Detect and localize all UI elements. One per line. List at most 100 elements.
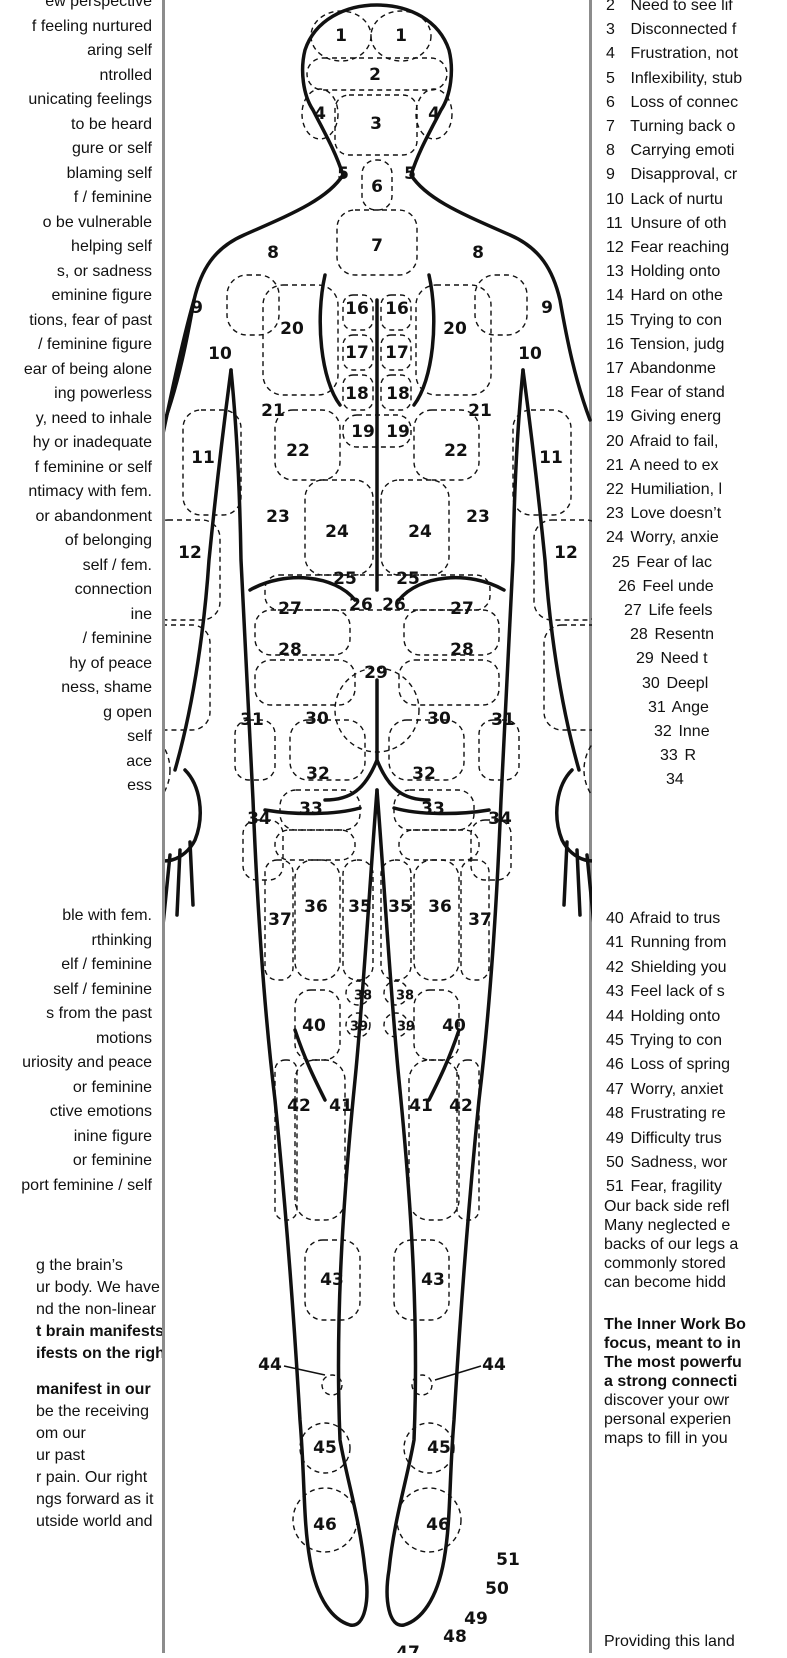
right-list-item: 30 Deepl <box>642 674 708 694</box>
region-label: 43 <box>421 1270 445 1290</box>
left-list-item: ew perspective <box>45 0 152 12</box>
left-paragraph-line: t brain manifests <box>36 1322 162 1342</box>
right-list-number: 21 <box>606 456 626 476</box>
right-list-number: 41 <box>606 933 626 953</box>
left-paragraph-line: ngs forward as it <box>36 1490 153 1510</box>
right-list-item: 50 Sadness, wor <box>606 1153 727 1173</box>
right-paragraph-line: focus, meant to in <box>604 1334 741 1353</box>
body-map-figure: 1 1 2 3 4 4 5 5 6 7 8 8 9 9 10 10 11 11 … <box>165 0 592 1653</box>
left-list-item: self / feminine <box>53 980 152 1000</box>
region-label: 7 <box>371 236 383 256</box>
region-label: 6 <box>371 177 383 197</box>
right-list-item: 21 A need to ex <box>606 456 719 476</box>
right-list-item: 15 Trying to con <box>606 311 722 331</box>
right-list-item: 12 Fear reaching <box>606 238 729 258</box>
right-list-text: Trying to con <box>626 1032 722 1049</box>
right-list-number: 43 <box>606 982 626 1002</box>
right-list-number: 45 <box>606 1031 626 1051</box>
right-paragraph-line: Many neglected e <box>604 1216 730 1235</box>
right-list-item: 14 Hard on othe <box>606 286 723 306</box>
left-list-item: ing powerless <box>54 384 152 404</box>
right-list-item: 27 Life feels <box>624 601 712 621</box>
region-label: 23 <box>266 507 290 527</box>
right-list-item: 23 Love doesn’t <box>606 504 721 524</box>
left-paragraph-line: ifests on the right. <box>36 1344 162 1364</box>
region-label: 29 <box>364 663 388 683</box>
left-list-item: inine figure <box>74 1127 152 1147</box>
right-list-text: Turning back o <box>626 118 735 135</box>
right-list-number: 44 <box>606 1007 626 1027</box>
right-list-item: 16 Tension, judg <box>606 335 724 355</box>
right-list-number: 33 <box>660 746 680 766</box>
left-list-item: unicating feelings <box>28 90 152 110</box>
region-label: 8 <box>267 243 279 263</box>
right-list-text: Abandonme <box>626 360 716 377</box>
left-list-item: or feminine <box>73 1078 152 1098</box>
right-list-item: 7 Turning back o <box>606 117 735 137</box>
left-list-item: / feminine <box>83 629 152 649</box>
region-label: 36 <box>304 897 328 917</box>
left-list-item: or abandonment <box>35 507 152 527</box>
right-list-number: 49 <box>606 1129 626 1149</box>
right-list-number: 14 <box>606 286 626 306</box>
right-list-item: 10 Lack of nurtu <box>606 190 723 210</box>
pointer-lines <box>284 1366 481 1380</box>
right-list-number: 23 <box>606 504 626 524</box>
right-list-number: 20 <box>606 432 626 452</box>
right-list-number: 12 <box>606 238 626 258</box>
right-list-number: 34 <box>666 770 686 790</box>
right-list-text: Loss of connec <box>626 94 738 111</box>
right-list-number: 29 <box>636 649 656 669</box>
right-list-item: 49 Difficulty trus <box>606 1129 722 1149</box>
right-list-text: Fear reaching <box>626 239 729 256</box>
right-list-number: 27 <box>624 601 644 621</box>
right-list-text: Afraid to trus <box>626 910 720 927</box>
right-list-text: Disconnected f <box>626 21 736 38</box>
right-list-item: 33 R <box>660 746 696 766</box>
region-label: 16 <box>345 299 369 319</box>
right-list-text: Carrying emoti <box>626 142 734 159</box>
right-list-item: 6 Loss of connec <box>606 93 738 113</box>
right-list-text: Trying to con <box>626 312 722 329</box>
region-label: 26 <box>349 595 373 615</box>
right-paragraph-line: The most powerfu <box>604 1353 742 1372</box>
region-label: 17 <box>345 343 369 363</box>
right-list-number: 17 <box>606 359 626 379</box>
left-list-item: ctive emotions <box>50 1102 152 1122</box>
region-label: 36 <box>428 897 452 917</box>
right-list-item: 34 <box>666 770 686 790</box>
right-list-text: Inflexibility, stub <box>626 70 742 87</box>
region-label: 39 <box>350 1020 368 1035</box>
left-list-item: s from the past <box>46 1004 152 1024</box>
right-list-number: 9 <box>606 165 626 185</box>
region-label: 50 <box>485 1579 509 1599</box>
region-label: 5 <box>337 164 349 184</box>
right-list-number: 8 <box>606 141 626 161</box>
left-list-item: aring self <box>87 41 152 61</box>
right-paragraph-line: backs of our legs a <box>604 1235 738 1254</box>
region-label: 45 <box>427 1438 451 1458</box>
region-label: 37 <box>468 910 492 930</box>
region-label: 19 <box>386 422 410 442</box>
right-list-item: 2 Need to see lif <box>606 0 733 16</box>
right-list-item: 40 Afraid to trus <box>606 909 720 929</box>
region-label: 10 <box>208 344 232 364</box>
right-list-item: 5 Inflexibility, stub <box>606 69 742 89</box>
right-list-number: 13 <box>606 262 626 282</box>
right-paragraph-line: maps to fill in you <box>604 1429 728 1448</box>
right-list-number: 3 <box>606 20 626 40</box>
region-label: 1 <box>395 26 407 46</box>
right-list-item: 18 Fear of stand <box>606 383 725 403</box>
left-list-item: / feminine figure <box>38 335 152 355</box>
right-list-item: 45 Trying to con <box>606 1031 722 1051</box>
left-paragraph-line: ur body. We have <box>36 1278 160 1298</box>
left-list-item: f feeling nurtured <box>32 17 152 37</box>
right-list-text: Ange <box>668 699 709 716</box>
right-list-item: 22 Humiliation, l <box>606 480 722 500</box>
left-list-item: s, or sadness <box>57 262 152 282</box>
region-label: 42 <box>287 1096 311 1116</box>
left-list-item: o be vulnerable <box>43 213 152 233</box>
region-label: 35 <box>348 897 372 917</box>
right-list-item: 31 Ange <box>648 698 709 718</box>
